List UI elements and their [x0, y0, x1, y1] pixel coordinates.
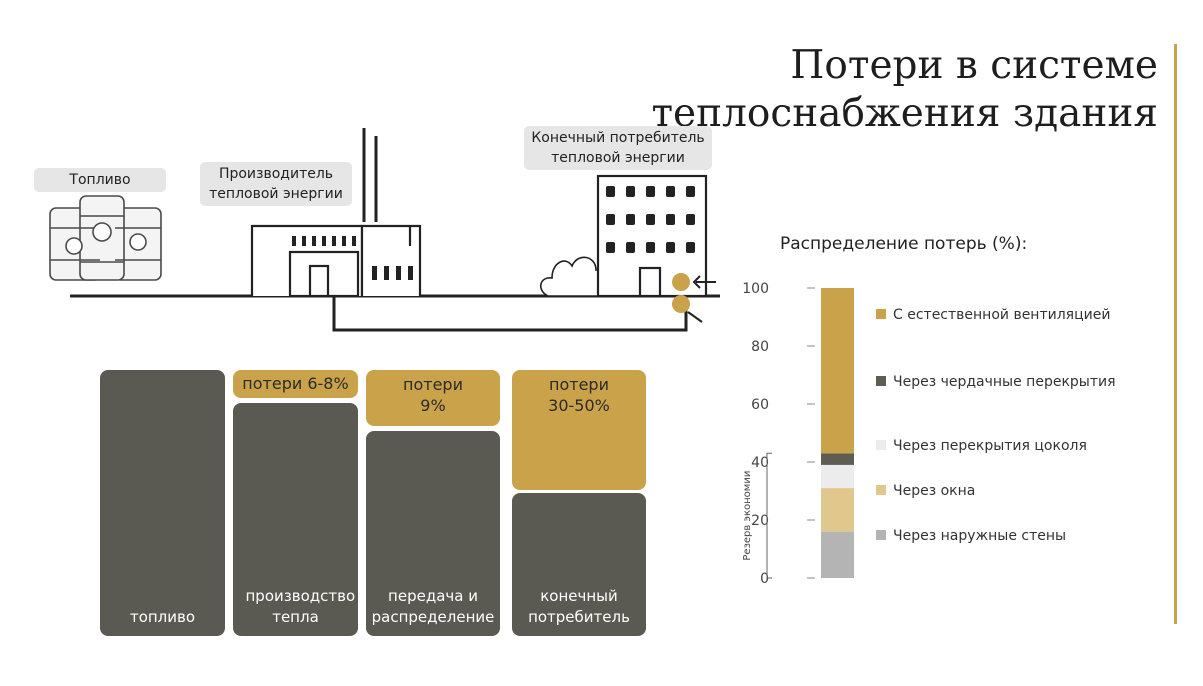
- legend-swatch: [876, 485, 886, 495]
- title-line-2: теплоснабжения здания: [651, 91, 1158, 136]
- legend-swatch: [876, 376, 886, 386]
- y-tick-label: 80: [751, 339, 769, 355]
- factory-icon: [250, 128, 422, 298]
- production-loss-block: потери 6-8%: [233, 370, 358, 398]
- fuel-tag: Топливо: [34, 168, 166, 192]
- building-windows: [606, 186, 695, 253]
- legend-label: Через окна: [893, 483, 976, 499]
- bar-segment: [821, 488, 854, 532]
- legend-item: Через перекрытия цоколя: [876, 436, 1118, 457]
- bar-segment: [821, 464, 854, 489]
- fuel-block-label: топливо: [129, 608, 196, 626]
- arrow-icon: [692, 275, 716, 289]
- distribution-loss-block: потери 9%: [366, 370, 500, 426]
- supply-chain-illustration: [49, 128, 720, 332]
- pipe-node-lower: [672, 295, 690, 313]
- reserve-annotation: Резерв экономии: [742, 471, 753, 561]
- bar-segment: [821, 288, 854, 454]
- bar-segment: [821, 453, 854, 465]
- legend-item: Через окна: [876, 481, 1118, 502]
- y-tick-label: 40: [751, 455, 769, 471]
- accent-rule: [1174, 44, 1177, 624]
- consumer-loss-label: потери 30-50%: [548, 375, 610, 415]
- consumer-block-label: конечный потребитель: [528, 587, 630, 626]
- legend-label: Через наружные стены: [893, 528, 1067, 544]
- producer-tag: Производитель тепловой энергии: [200, 162, 352, 206]
- distribution-block-label: передача и распределение: [371, 587, 495, 626]
- legend-swatch: [876, 309, 886, 319]
- legend-label: С естественной вентиляцией: [893, 307, 1111, 323]
- fuel-block: топливо: [100, 370, 225, 636]
- y-tick-label: 100: [742, 281, 769, 297]
- y-tick-label: 60: [751, 397, 769, 413]
- production-block-label: производство тепла: [245, 587, 356, 626]
- distribution-block: передача и распределение: [366, 431, 500, 636]
- production-block: производство тепла: [233, 403, 358, 636]
- y-tick-label: 0: [760, 571, 769, 587]
- title-line-1: Потери в системе: [790, 43, 1158, 88]
- bar-segment: [821, 531, 854, 578]
- pipe-icon: [332, 296, 688, 332]
- legend-swatch: [876, 440, 886, 450]
- legend-item: С естественной вентиляцией: [876, 305, 1118, 326]
- consumer-loss-block: потери 30-50%: [512, 370, 646, 490]
- factory-windows: [292, 236, 413, 280]
- page-title: Потери в системе теплоснабжения здания: [651, 42, 1158, 138]
- legend-item: Через чердачные перекрытия: [876, 372, 1118, 393]
- consumer-block: конечный потребитель: [512, 493, 646, 636]
- pipe-node-upper: [672, 273, 690, 291]
- arrow-icon-2: [687, 311, 703, 323]
- legend-item: Через наружные стены: [876, 526, 1118, 547]
- y-tick-label: 20: [751, 513, 769, 529]
- consumer-tag: Конечный потребитель тепловой энергии: [524, 126, 712, 170]
- chart-title: Распределение потерь (%):: [780, 234, 1028, 254]
- legend-label: Через перекрытия цоколя: [893, 438, 1087, 454]
- production-loss-label: потери 6-8%: [242, 374, 349, 393]
- legend-swatch: [876, 530, 886, 540]
- legend-label: Через чердачные перекрытия: [893, 374, 1116, 390]
- oil-barrel-icon: [49, 195, 162, 281]
- reserve-bracket: [766, 452, 772, 579]
- distribution-loss-label: потери 9%: [403, 375, 463, 415]
